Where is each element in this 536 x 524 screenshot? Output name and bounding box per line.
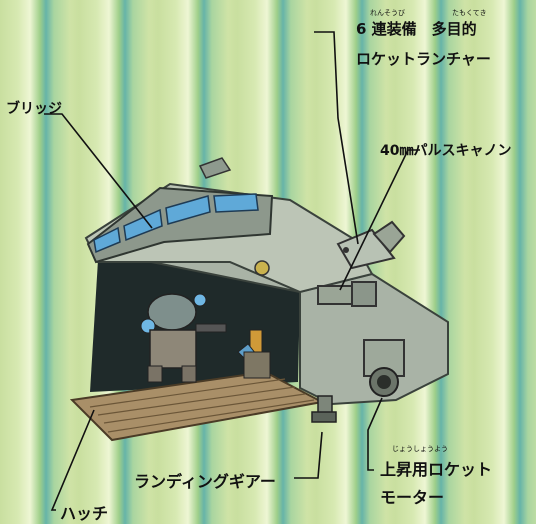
pulse-cannon bbox=[317, 281, 377, 307]
crew-figures bbox=[140, 293, 271, 383]
launcher-label-line1: 6 連装備 多目的 bbox=[356, 20, 477, 38]
rocket-launcher bbox=[336, 220, 406, 270]
leader-lines bbox=[44, 31, 420, 511]
bridge-windows bbox=[93, 193, 259, 254]
lift-motor-label-line1: 上昇用ロケット bbox=[380, 460, 493, 479]
landing-gear-label: ランディングギアー bbox=[134, 472, 276, 491]
hatch-label: ハッチ bbox=[60, 504, 109, 523]
lift-ruby: じょうしょうよう bbox=[392, 445, 448, 453]
bridge-label: ブリッジ bbox=[6, 101, 62, 117]
cannon-label: 40㎜パルスキャノン bbox=[380, 143, 512, 159]
launcher-ruby-2: たもくてき bbox=[452, 9, 487, 17]
lift-rocket-motor bbox=[363, 339, 405, 397]
landing-gear bbox=[311, 395, 337, 423]
lift-motor-label-line2: モーター bbox=[380, 488, 445, 507]
launcher-ruby-1: れんそうび bbox=[370, 9, 405, 17]
launcher-label-line2: ロケットランチャー bbox=[356, 50, 491, 68]
